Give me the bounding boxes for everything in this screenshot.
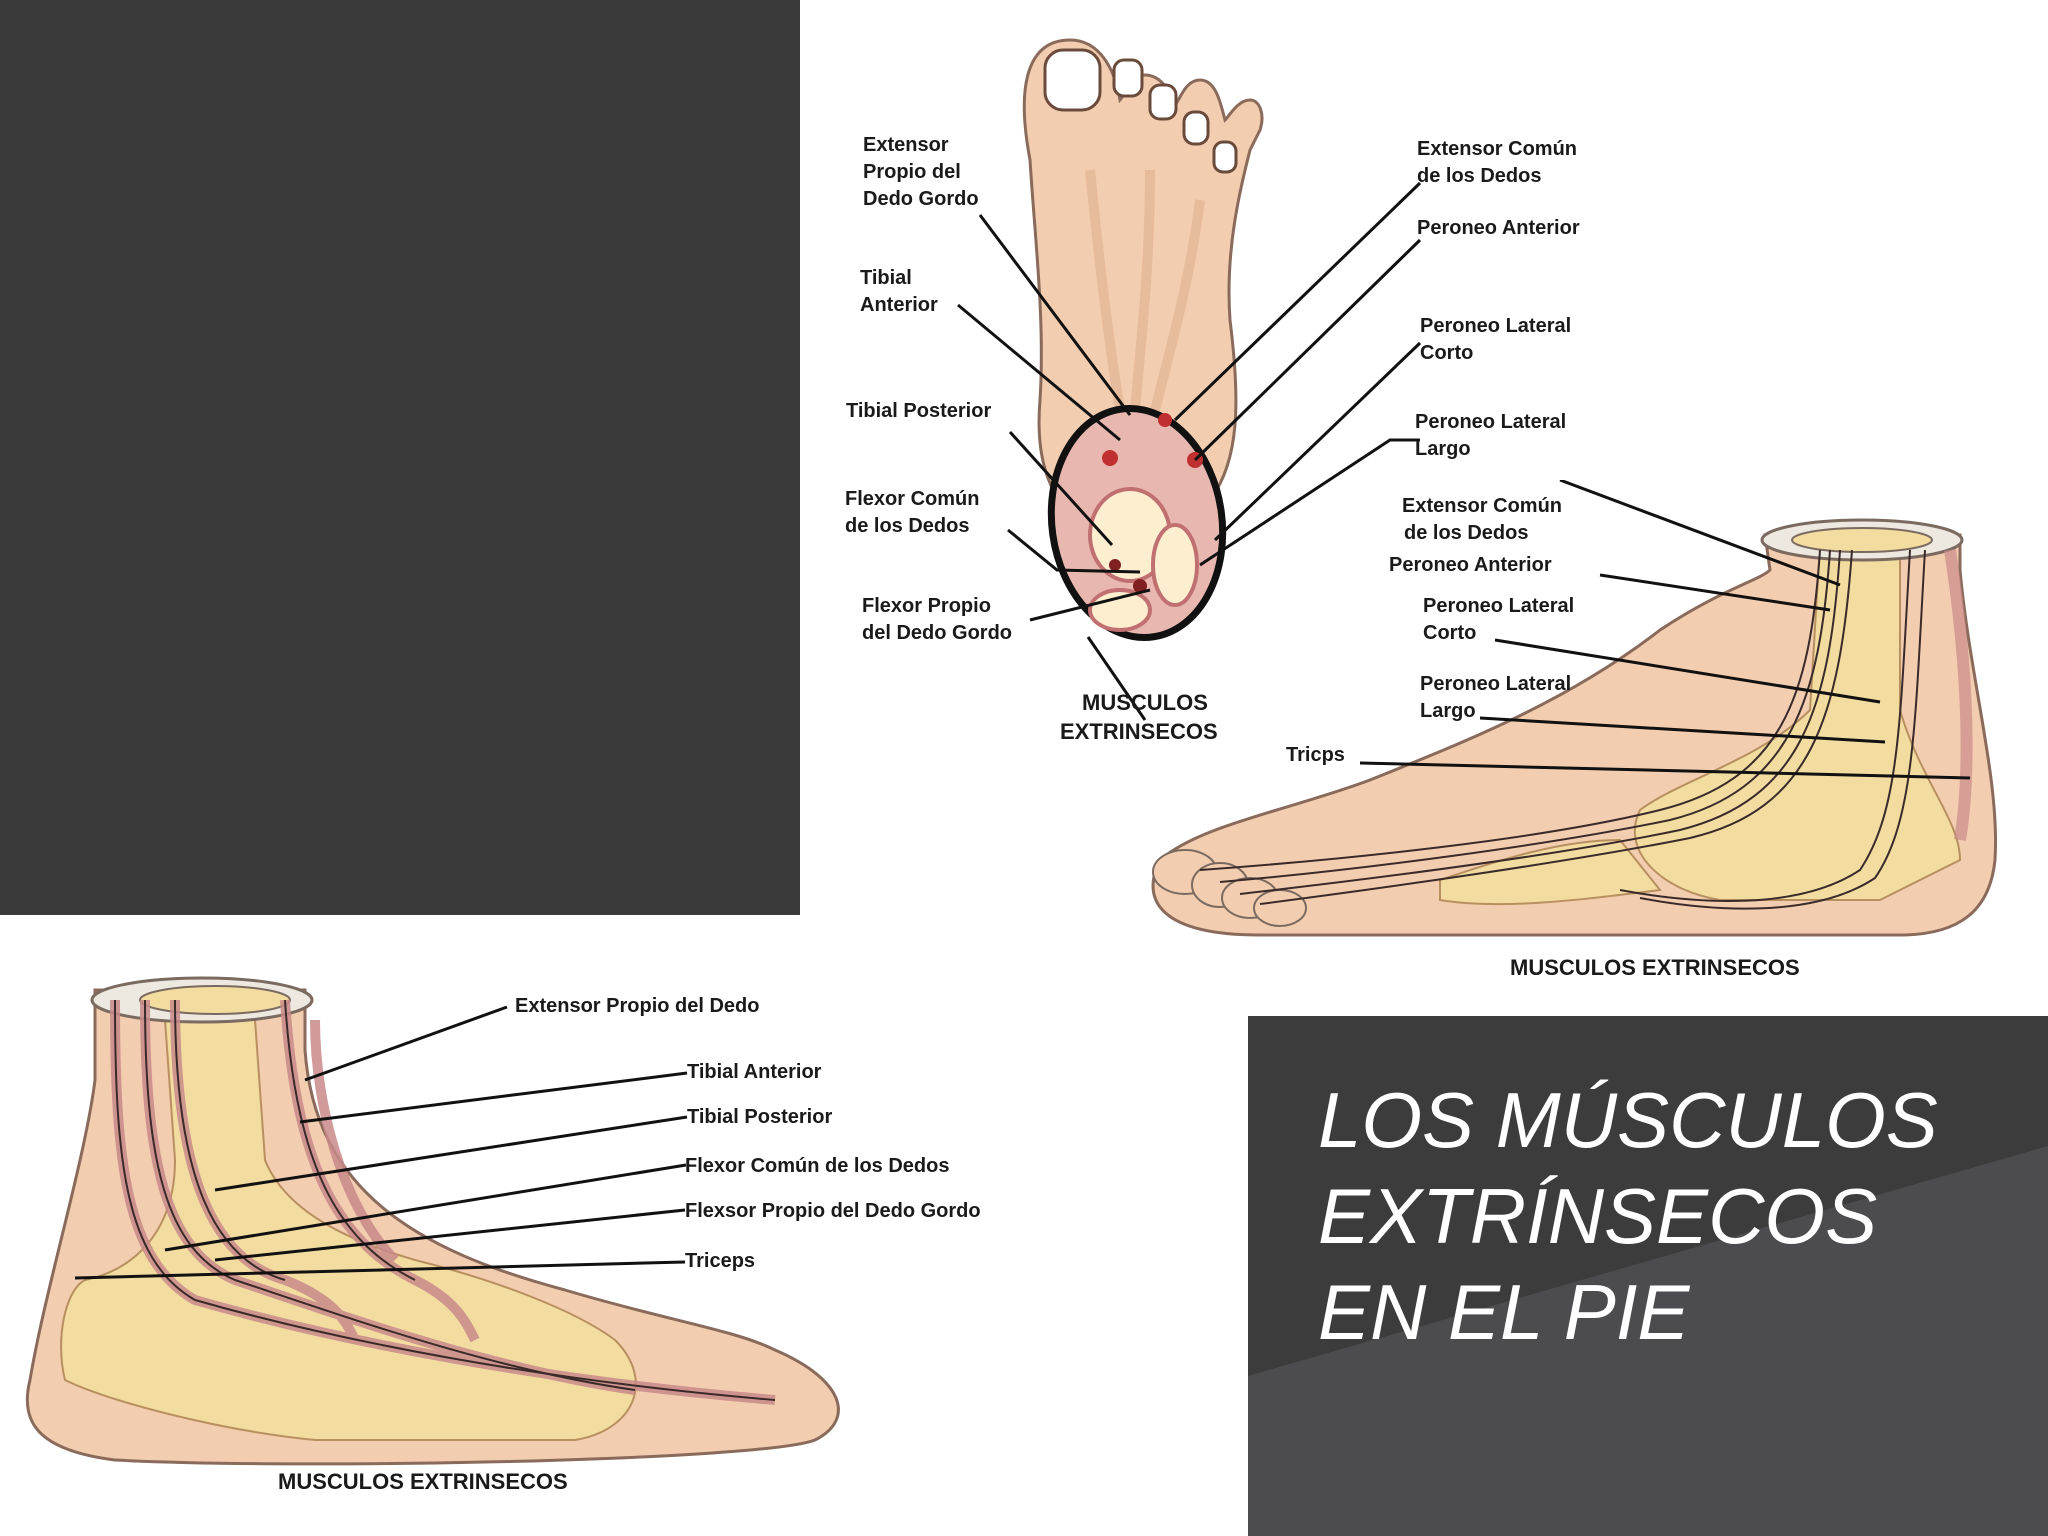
caption-right: MUSCULOS EXTRINSECOS (1510, 955, 1800, 980)
label-r-extensor-comun-2: de los Dedos (1404, 522, 1529, 544)
label-l-triceps: Triceps (685, 1250, 756, 1272)
label-extensor-comun-1: Extensor Común (1417, 138, 1578, 160)
label-flexor-comun-1: Flexor Común (845, 488, 980, 510)
label-peroneo-anterior: Peroneo Anterior (1417, 217, 1580, 239)
title-line-3: EN EL PIE (1318, 1268, 1690, 1356)
label-peroneo-largo-2: Largo (1415, 438, 1471, 460)
label-peroneo-corto-1: Peroneo Lateral (1420, 315, 1572, 337)
label-r-peroneo-corto-2: Corto (1423, 622, 1477, 644)
label-extensor-propio-2: Propio del (863, 161, 961, 183)
title-panel: LOS MÚSCULOS EXTRÍNSECOS EN EL PIE (1248, 1016, 2048, 1536)
label-r-extensor-comun-1: Extensor Común (1402, 495, 1563, 517)
dark-background-block (0, 0, 800, 915)
label-l-flexsor-propio: Flexsor Propio del Dedo Gordo (685, 1200, 981, 1222)
slide-title: LOS MÚSCULOS EXTRÍNSECOS EN EL PIE (1318, 1072, 2038, 1360)
label-r-peroneo-anterior: Peroneo Anterior (1389, 554, 1552, 576)
label-r-peroneo-corto-1: Peroneo Lateral (1423, 595, 1575, 617)
label-l-extensor-propio: Extensor Propio del Dedo (515, 995, 760, 1017)
label-flexor-comun-2: de los Dedos (845, 515, 970, 537)
label-l-tibial-anterior: Tibial Anterior (687, 1061, 822, 1083)
figure-left-foot: Extensor Propio del Dedo Tibial Anterior… (15, 960, 1075, 1510)
foot-lateral-illustration (1151, 480, 1998, 937)
caption-top-1: MUSCULOS (1082, 690, 1208, 715)
label-r-peroneo-largo-1: Peroneo Lateral (1420, 673, 1572, 695)
label-l-tibial-posterior: Tibial Posterior (687, 1106, 833, 1128)
label-tibial-posterior: Tibial Posterior (846, 400, 992, 422)
figure-right-foot: Extensor Común de los Dedos Peroneo Ante… (1140, 480, 2020, 1000)
label-peroneo-corto-2: Corto (1420, 342, 1474, 364)
label-peroneo-largo-1: Peroneo Lateral (1415, 411, 1567, 433)
label-tibial-anterior-1: Tibial (860, 267, 912, 289)
label-tibial-anterior-2: Anterior (860, 294, 938, 316)
label-r-triceps: Tricps (1286, 744, 1345, 766)
label-extensor-propio-3: Dedo Gordo (863, 188, 979, 210)
title-line-2: EXTRÍNSECOS (1318, 1172, 1878, 1260)
label-flexor-propio-1: Flexor Propio (862, 595, 991, 617)
foot-top-illustration (957, 38, 1422, 721)
label-l-flexor-comun: Flexor Común de los Dedos (685, 1155, 950, 1177)
label-extensor-comun-2: de los Dedos (1417, 165, 1542, 187)
caption-top-2: EXTRINSECOS (1060, 719, 1218, 744)
title-panel-decoration (1248, 1016, 2048, 1536)
caption-left: MUSCULOS EXTRINSECOS (278, 1469, 568, 1494)
label-extensor-propio-1: Extensor (863, 134, 949, 156)
label-r-peroneo-largo-2: Largo (1420, 700, 1476, 722)
figure-top-foot: Extensor Propio del Dedo Gordo Tibial An… (820, 20, 1620, 770)
label-flexor-propio-2: del Dedo Gordo (862, 622, 1012, 644)
title-line-1: LOS MÚSCULOS (1318, 1076, 1938, 1164)
foot-medial-illustration (25, 976, 840, 1466)
